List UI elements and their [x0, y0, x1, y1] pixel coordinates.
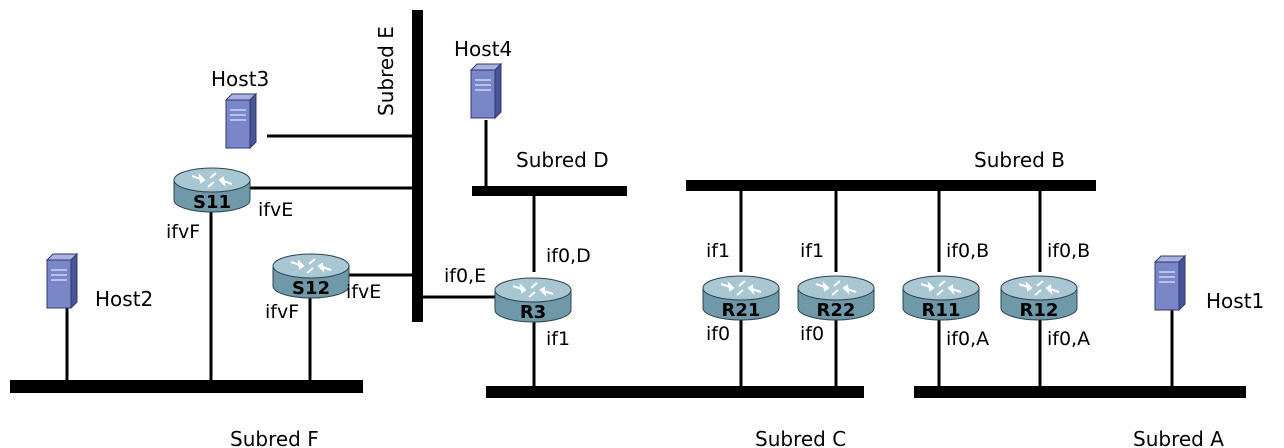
router-label: S12	[292, 278, 330, 299]
interface-label: if0	[800, 323, 824, 345]
bus-subred-e	[412, 10, 423, 322]
subnet-label-d: Subred D	[516, 148, 609, 172]
bus-subred-c	[486, 386, 864, 398]
router-r11: R11	[902, 275, 980, 321]
router-s11: S11	[173, 167, 251, 213]
subnet-label-b: Subred B	[974, 148, 1065, 172]
subnet-label-f: Subred F	[230, 427, 319, 448]
interface-label: if0,A	[946, 328, 989, 350]
host-label: Host3	[211, 67, 269, 91]
interface-label: ifvF	[265, 301, 299, 323]
subnet-label-a: Subred A	[1133, 427, 1224, 448]
router-r3: R3	[494, 277, 572, 323]
host-label: Host1	[1206, 289, 1264, 313]
router-label: R21	[722, 300, 761, 321]
host-icon	[1154, 255, 1186, 311]
router-r22: R22	[797, 275, 875, 321]
router-r21: R21	[702, 275, 780, 321]
router-label: R22	[817, 300, 856, 321]
interface-label: ifvE	[258, 199, 293, 221]
interface-label: ifvF	[166, 221, 200, 243]
bus-subred-a	[914, 386, 1246, 398]
host-icon	[225, 93, 257, 149]
router-label: R11	[922, 300, 961, 321]
interface-label: if1	[546, 328, 570, 350]
host-label: Host4	[454, 37, 512, 61]
interface-label: if0,B	[946, 240, 989, 262]
host-icon	[470, 63, 502, 119]
interface-label: if0,D	[546, 245, 591, 267]
interface-label: if0	[706, 323, 730, 345]
router-label: R3	[520, 302, 546, 323]
host-icon	[46, 253, 78, 309]
subnet-label-e: Subred E	[374, 26, 398, 116]
interface-label: if0,E	[444, 265, 486, 287]
subnet-label-c: Subred C	[755, 427, 846, 448]
router-label: R12	[1020, 300, 1059, 321]
interface-label: if1	[800, 240, 824, 262]
host-label: Host2	[95, 287, 153, 311]
interface-label: ifvE	[346, 281, 381, 303]
links	[65, 120, 1174, 388]
router-label: S11	[193, 192, 231, 213]
bus-subred-b	[686, 180, 1096, 191]
bus-subred-d	[472, 186, 627, 196]
interface-label: if0,B	[1047, 240, 1090, 262]
router-s12: S12	[272, 253, 350, 299]
router-r12: R12	[1000, 275, 1078, 321]
interface-label: if1	[706, 240, 730, 262]
subnet-buses	[10, 10, 1246, 398]
bus-subred-f	[10, 380, 363, 393]
interface-label: if0,A	[1047, 328, 1090, 350]
